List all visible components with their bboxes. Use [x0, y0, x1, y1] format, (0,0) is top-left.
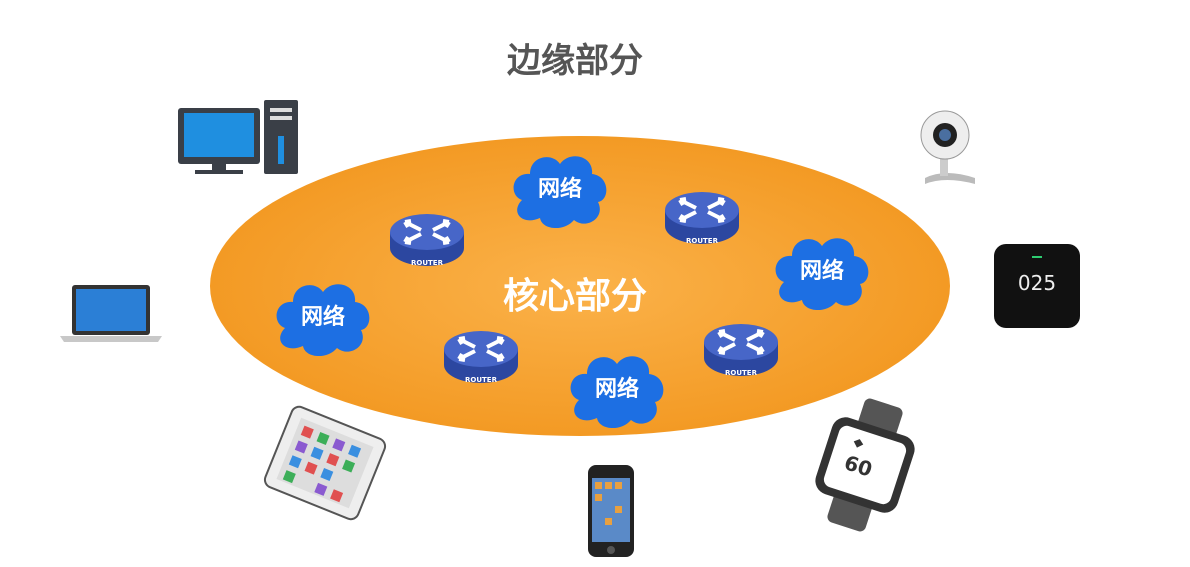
webcam-icon	[920, 110, 975, 184]
network-cloud: 网络	[276, 284, 370, 357]
network-label: 网络	[800, 258, 844, 284]
router-label: ROUTER	[686, 237, 719, 245]
monitor-display: 025	[1018, 271, 1056, 295]
desktop-computer-icon	[178, 100, 298, 174]
router-label: ROUTER	[725, 369, 758, 377]
router-icon: ROUTER	[442, 329, 520, 385]
smartwatch-icon: 60	[815, 398, 915, 532]
router-label: ROUTER	[411, 259, 444, 267]
router-icon: ROUTER	[663, 190, 741, 246]
network-cloud: 网络	[570, 356, 664, 429]
smartphone-icon	[588, 465, 634, 557]
core-label: 核心部分	[503, 276, 647, 317]
router-label: ROUTER	[465, 376, 498, 384]
tablet-icon	[263, 405, 387, 521]
router-icon: ROUTER	[388, 212, 466, 268]
network-label: 网络	[595, 376, 639, 402]
network-label: 网络	[538, 176, 582, 202]
router-icon: ROUTER	[702, 322, 780, 378]
edge-title: 边缘部分	[507, 41, 643, 81]
network-label: 网络	[301, 304, 345, 330]
network-cloud: 网络	[775, 238, 869, 311]
network-cloud: 网络	[513, 156, 607, 229]
air-monitor-icon: 025	[994, 244, 1080, 328]
laptop-icon	[60, 285, 162, 342]
